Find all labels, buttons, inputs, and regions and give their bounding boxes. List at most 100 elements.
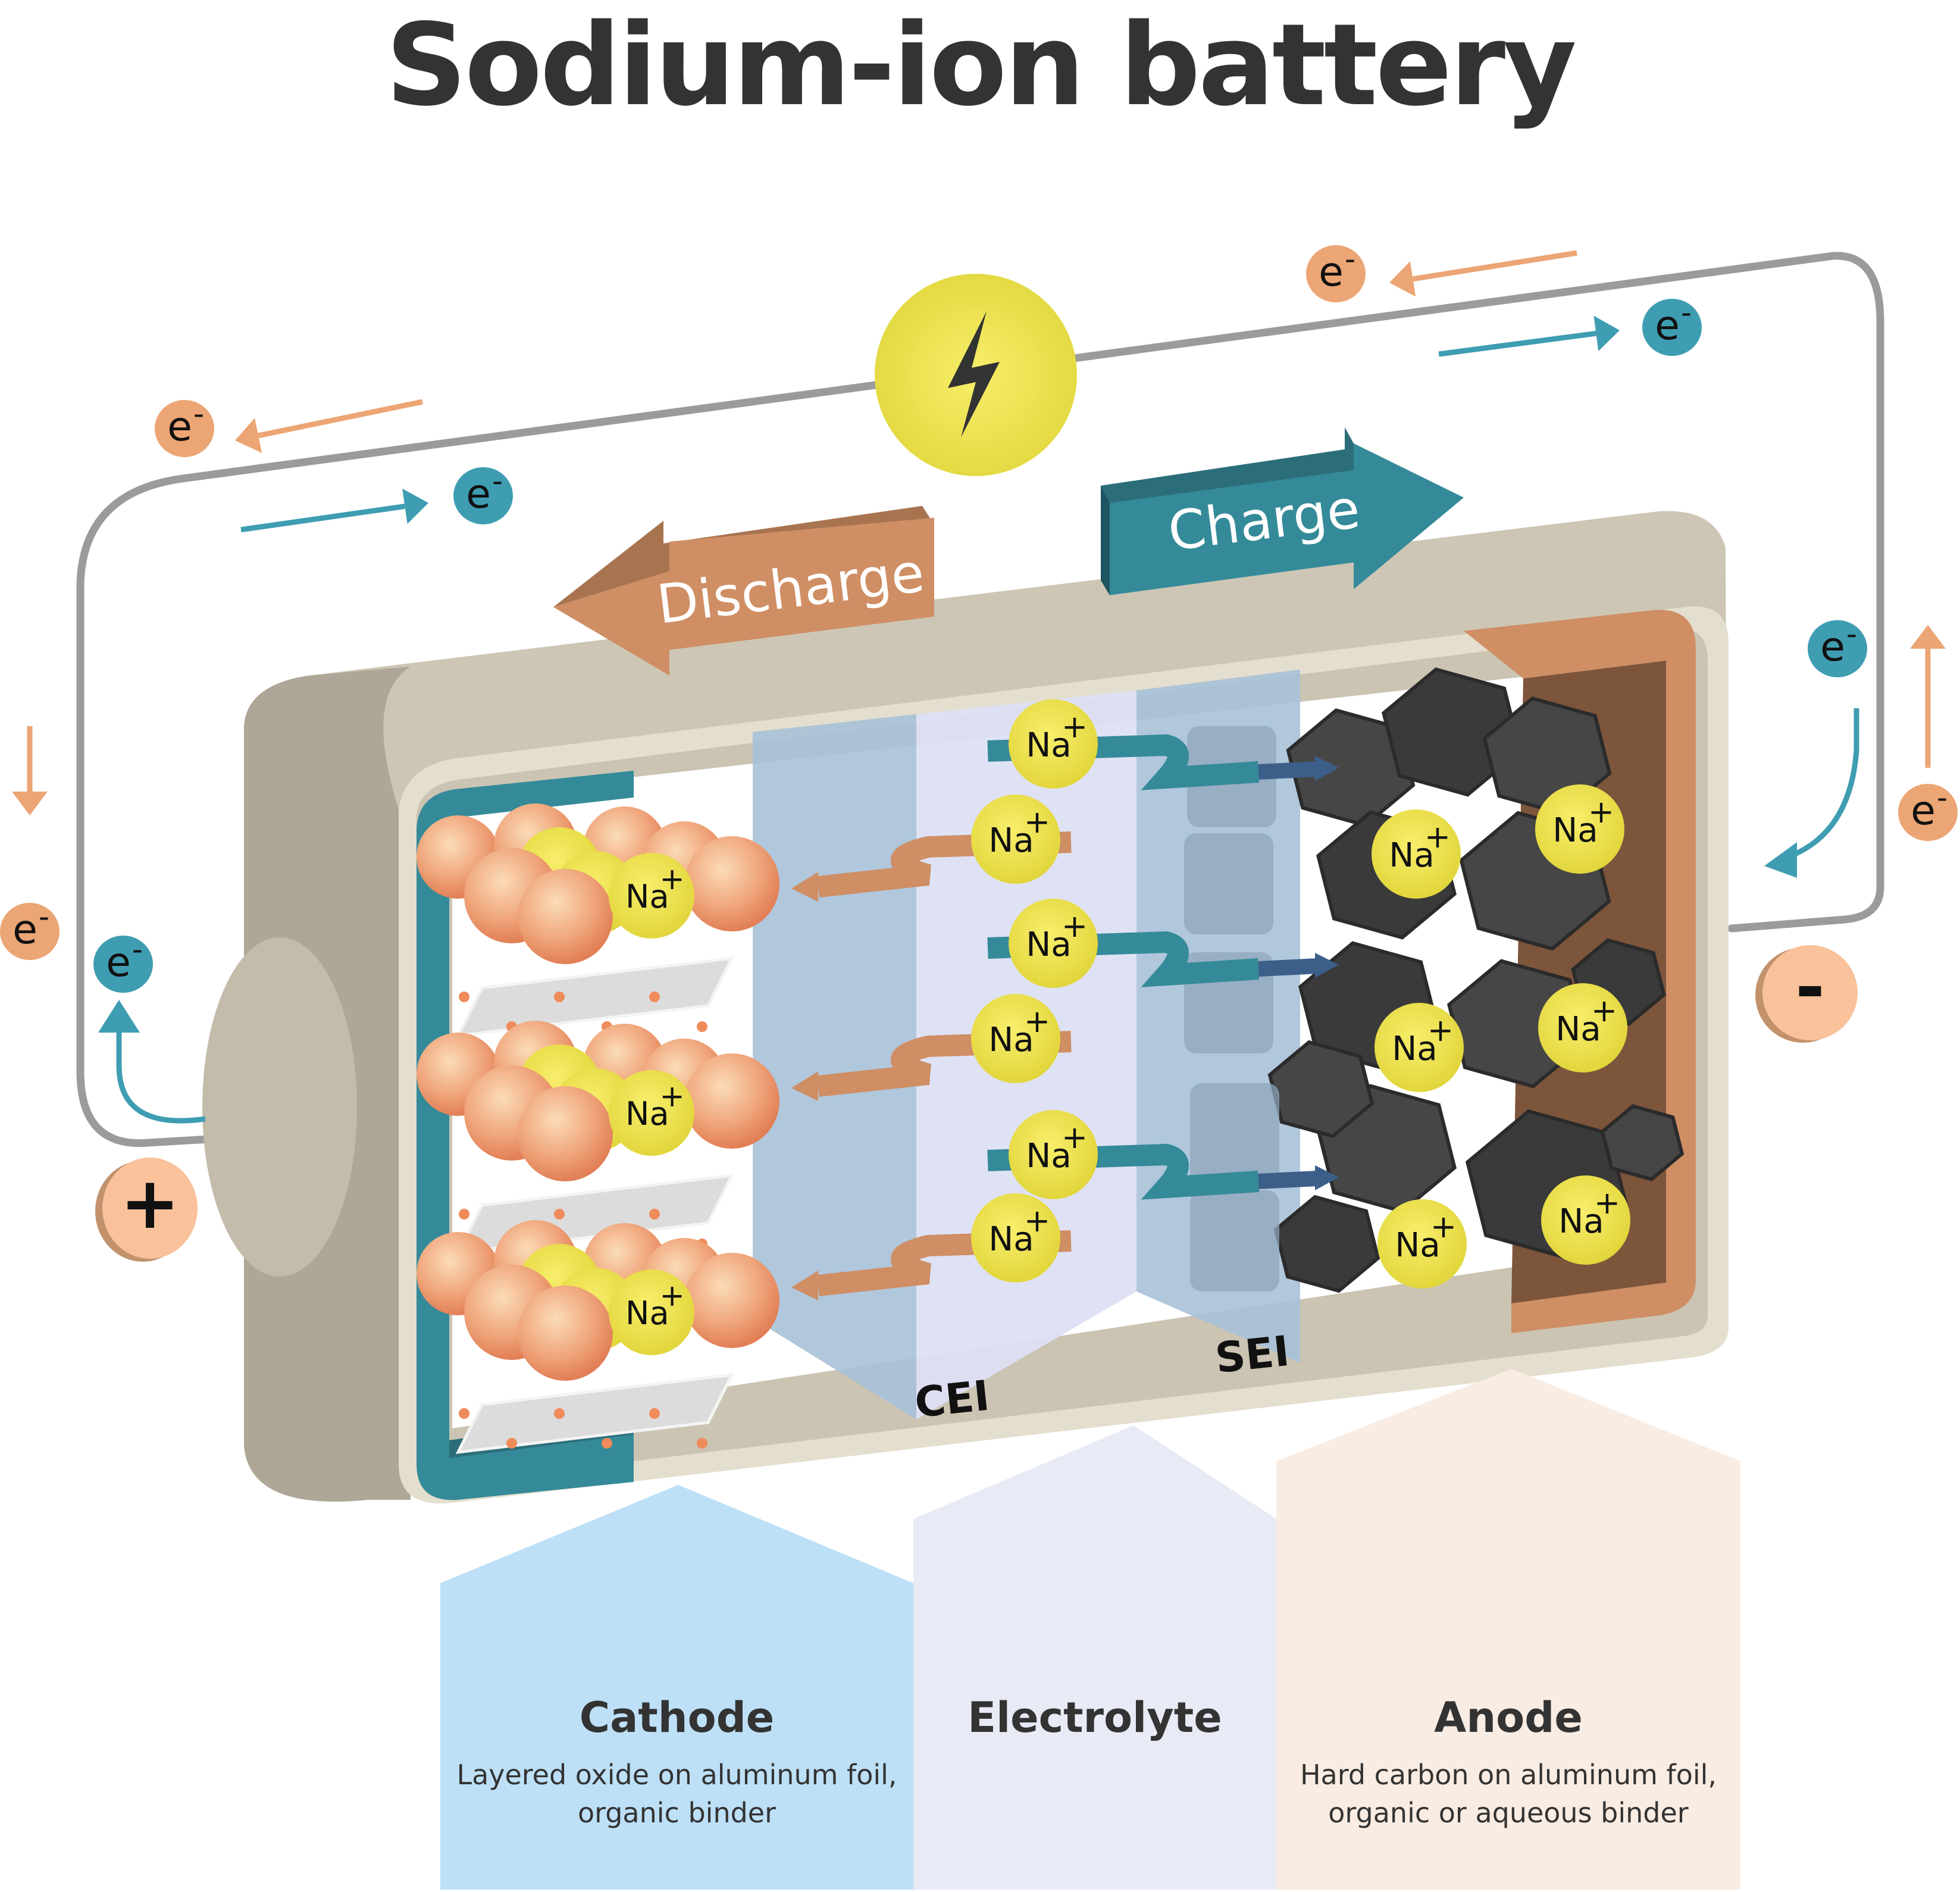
ion-label: Na [1558, 1202, 1604, 1241]
ion-label: Na [1555, 1010, 1601, 1049]
ion-charge: + [1024, 1003, 1050, 1040]
ion-label: Na [625, 1095, 669, 1133]
discharge-ion-path [817, 1031, 1072, 1097]
arrow-head [791, 872, 818, 902]
electron-discharge: e- [0, 899, 60, 960]
load-indicator [875, 274, 1077, 476]
ion-charge: + [659, 1278, 684, 1313]
sei-particle [1184, 833, 1273, 934]
electron-label: e [1319, 249, 1344, 296]
lightning-icon [948, 311, 1000, 437]
arrow-head [1315, 756, 1339, 781]
ion-charge: + [1588, 794, 1614, 830]
arrow-head [98, 1000, 140, 1033]
ion-charge: + [1430, 1209, 1457, 1245]
ion-label: Na [625, 878, 669, 915]
anode-title: Anode [1434, 1693, 1583, 1742]
electron-charge: - [1937, 780, 1948, 815]
cathode-panel [440, 1485, 913, 1890]
electron-charge: - [1681, 295, 1692, 330]
electron-charge: e- [1642, 295, 1702, 356]
charge-ion-path-arrow [1258, 761, 1319, 780]
ion-charge: + [1062, 709, 1088, 745]
ion-label: Na [1392, 1030, 1438, 1068]
ion-paths [791, 734, 1339, 1300]
cei-label: CEI [913, 1371, 992, 1428]
electron-charge: e- [93, 932, 153, 993]
sodium-ion: Na+ [609, 1070, 694, 1156]
ion-label: Na [988, 1220, 1034, 1259]
sodium-ion-discharging: Na+ [971, 795, 1060, 884]
ion-label: Na [988, 821, 1034, 860]
electron-label: e [106, 939, 131, 986]
ion-label: Na [988, 1021, 1034, 1059]
ion-charge: + [1024, 804, 1050, 840]
ion-charge: + [1424, 819, 1451, 855]
electron-arrow-discharge [12, 726, 48, 815]
electron-label: e [1655, 302, 1680, 349]
discharge-ion-path [817, 1230, 1072, 1296]
ion-charge: + [1062, 908, 1088, 945]
cathode-material: Na+Na+Na+ [417, 803, 779, 1455]
charge-ion-path-arrow [1258, 1171, 1319, 1189]
carbon-particle [1267, 1040, 1374, 1139]
anode-panel [1276, 1369, 1740, 1890]
ion-charge: + [1024, 1203, 1050, 1239]
sodium-ion-charging: Na+ [1009, 699, 1098, 789]
arrow-head [1315, 1165, 1339, 1190]
layered-oxide-stack: Na+ [417, 1021, 779, 1255]
electron-charge: - [1846, 617, 1857, 651]
positive-sign: + [120, 1162, 180, 1245]
cathode-title: Cathode [579, 1693, 775, 1742]
ion-label: Na [1026, 925, 1072, 964]
negative-terminal-badge: - [1755, 945, 1858, 1043]
positive-terminal-badge: + [95, 1158, 198, 1262]
anode-current-collector [1464, 609, 1696, 1333]
ion-charge: + [659, 1078, 684, 1114]
arrow-head [1315, 953, 1339, 978]
sodium-ion: Na+ [609, 1269, 694, 1355]
electron-charge: - [132, 932, 143, 967]
cathode-description: Layered oxide on aluminum foil, organic … [440, 1756, 913, 1832]
electron-arrow-discharge [235, 399, 423, 454]
sei-particle [1190, 1190, 1279, 1291]
sodium-ion-discharging: Na+ [971, 994, 1060, 1083]
electron-arrow-charge [1438, 315, 1620, 357]
ion-label: Na [625, 1294, 669, 1332]
electron-discharge: e- [1306, 242, 1366, 302]
electron-arrow-discharge [1389, 250, 1577, 297]
electrolyte-panel [913, 1425, 1276, 1890]
electron-charge: - [1345, 242, 1355, 276]
electron-label: e [1911, 787, 1936, 834]
positive-terminal-face [202, 937, 357, 1277]
electron-discharge: e- [155, 396, 214, 457]
sodium-ion-intercalated: Na+ [1372, 809, 1461, 899]
sodium-ion-intercalated: Na+ [1374, 1003, 1464, 1092]
sodium-ion-charging: Na+ [1009, 899, 1098, 988]
electron-arrow-charge [240, 488, 428, 533]
electron-charge: - [39, 899, 49, 934]
ion-label: Na [1552, 811, 1598, 850]
electron-label: e [12, 906, 37, 953]
discharge-arrow: Discharge [553, 506, 934, 676]
charge-ion-path-arrow [1258, 958, 1319, 977]
carbon-particle [1381, 667, 1523, 797]
arrow-head [791, 1071, 818, 1101]
electrolyte-title: Electrolyte [968, 1693, 1222, 1742]
anode-description-line1: Hard carbon on aluminum foil, [1300, 1759, 1717, 1791]
ion-label: Na [1026, 1137, 1072, 1175]
ion-charge: + [1427, 1012, 1454, 1049]
electron-label: e [466, 471, 491, 518]
carbon-particle [1600, 1104, 1685, 1181]
sodium-ion-intercalated: Na+ [1377, 1199, 1467, 1289]
sodium-ion: Na+ [609, 853, 694, 939]
electron-arrow-discharge [1910, 625, 1946, 768]
ion-label: Na [1389, 836, 1435, 875]
sodium-ion-discharging: Na+ [971, 1193, 1060, 1283]
layered-oxide-stack: Na+ [417, 803, 779, 1038]
sodium-ion-intercalated: Na+ [1535, 784, 1624, 874]
sei-label: SEI [1213, 1327, 1291, 1383]
page-title: Sodium-ion battery [386, 0, 1577, 131]
sodium-ion-intercalated: Na+ [1541, 1175, 1630, 1265]
